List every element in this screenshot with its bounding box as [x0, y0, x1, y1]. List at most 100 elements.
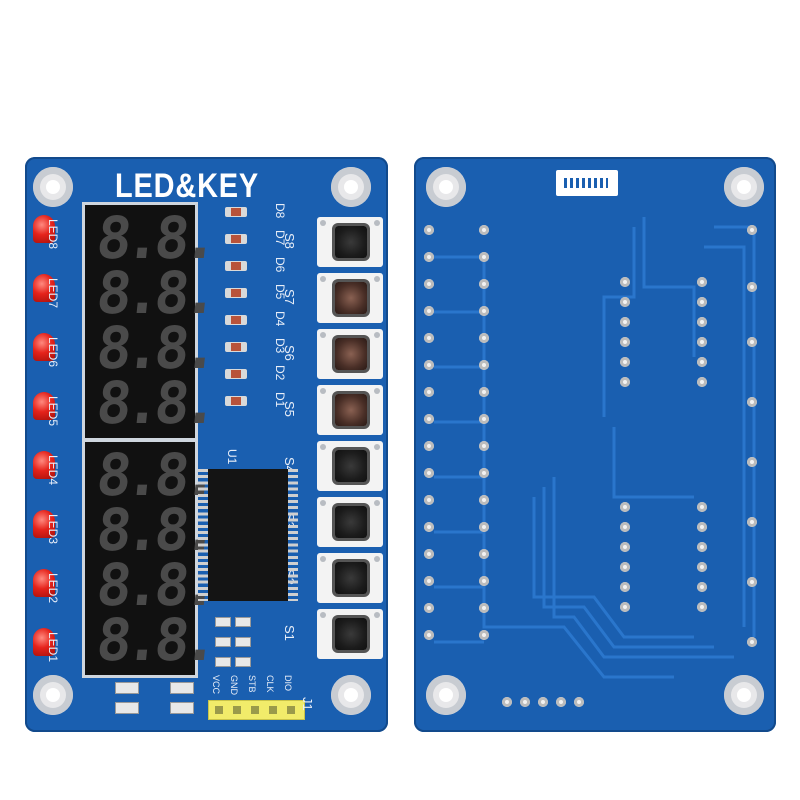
red-led — [33, 274, 55, 302]
smd-component — [235, 657, 251, 667]
via — [424, 306, 434, 316]
led-label: LED4 — [46, 455, 60, 486]
chip-pins-right — [288, 469, 298, 601]
via — [479, 387, 489, 397]
smd-diode — [225, 234, 247, 244]
via — [747, 457, 757, 467]
header-pin — [269, 706, 277, 714]
via — [620, 297, 630, 307]
seven-segment-display-bottom: 8.8. 8.8. 8.8. 8.8. — [82, 439, 217, 678]
push-button-s8[interactable] — [317, 217, 383, 267]
via — [479, 441, 489, 451]
via — [620, 317, 630, 327]
via — [620, 602, 630, 612]
copper-traces — [434, 217, 756, 679]
push-button-s6[interactable] — [317, 329, 383, 379]
switch-label: S6 — [282, 345, 297, 361]
button-cap — [335, 562, 367, 594]
seven-segment-display-top: 8.8. 8.8. 8.8. 8.8. — [82, 202, 217, 441]
mounting-hole-top-right — [331, 167, 371, 207]
header-pin-label: CLK — [265, 675, 275, 693]
via — [479, 333, 489, 343]
via — [479, 576, 489, 586]
smd-diode — [225, 261, 247, 271]
via — [620, 562, 630, 572]
via — [479, 468, 489, 478]
header-pin-label: DIO — [283, 675, 293, 692]
header-label: J1 — [300, 697, 315, 711]
diode-label: D6 — [273, 257, 287, 273]
button-cap — [335, 226, 367, 258]
switch-label: S7 — [282, 289, 297, 305]
via — [479, 279, 489, 289]
via — [697, 582, 707, 592]
push-button-s7[interactable] — [317, 273, 383, 323]
red-led — [33, 215, 55, 243]
pin-header[interactable] — [208, 700, 305, 720]
via — [697, 297, 707, 307]
via — [479, 522, 489, 532]
board-title: LED&KEY — [115, 167, 260, 205]
red-led — [33, 510, 55, 538]
via — [424, 630, 434, 640]
via — [424, 549, 434, 559]
switch-label: S5 — [282, 401, 297, 417]
via — [620, 337, 630, 347]
via — [747, 337, 757, 347]
via — [424, 360, 434, 370]
red-led — [33, 392, 55, 420]
diode-label: D8 — [273, 203, 287, 219]
button-cap — [335, 450, 367, 482]
via — [424, 495, 434, 505]
via — [747, 577, 757, 587]
push-button-s4[interactable] — [317, 441, 383, 491]
via — [747, 397, 757, 407]
smd-component — [215, 637, 231, 647]
via — [424, 333, 434, 343]
push-button-s1[interactable] — [317, 609, 383, 659]
chip-label: U1 — [225, 449, 239, 465]
red-led — [33, 628, 55, 656]
via — [697, 542, 707, 552]
smd-diode — [225, 342, 247, 352]
smd-diode — [225, 369, 247, 379]
via — [747, 517, 757, 527]
display-digit: 8.8. — [93, 259, 217, 327]
header-pin-label: STB — [247, 675, 257, 693]
via — [574, 697, 584, 707]
via — [747, 225, 757, 235]
via — [697, 562, 707, 572]
display-digit: 8.8. — [93, 204, 217, 272]
mounting-hole-top-right — [724, 167, 764, 207]
ic-chip — [208, 469, 288, 601]
display-digit: 8.8. — [93, 496, 217, 564]
header-pin-label: GND — [229, 675, 239, 695]
push-button-s5[interactable] — [317, 385, 383, 435]
button-cap — [335, 394, 367, 426]
smd-diode — [225, 396, 247, 406]
via — [424, 279, 434, 289]
smd-component — [235, 637, 251, 647]
via — [424, 414, 434, 424]
red-led — [33, 569, 55, 597]
display-digit: 8.8. — [93, 551, 217, 619]
mounting-hole-bottom-right — [331, 675, 371, 715]
via — [697, 357, 707, 367]
header-pin — [233, 706, 241, 714]
via — [424, 468, 434, 478]
push-button-s3[interactable] — [317, 497, 383, 547]
led-label: LED5 — [46, 396, 60, 427]
via — [697, 337, 707, 347]
via — [697, 522, 707, 532]
front-pcb-board: LED&KEY LED8 LED7 LED6 LED5 LED4 LED3 LE… — [25, 157, 388, 732]
smd-component — [115, 702, 139, 714]
via — [479, 630, 489, 640]
mounting-hole-top-left — [426, 167, 466, 207]
push-button-s2[interactable] — [317, 553, 383, 603]
via — [620, 377, 630, 387]
button-cap — [335, 506, 367, 538]
smd-component — [215, 617, 231, 627]
via — [697, 277, 707, 287]
via — [538, 697, 548, 707]
red-led — [33, 451, 55, 479]
